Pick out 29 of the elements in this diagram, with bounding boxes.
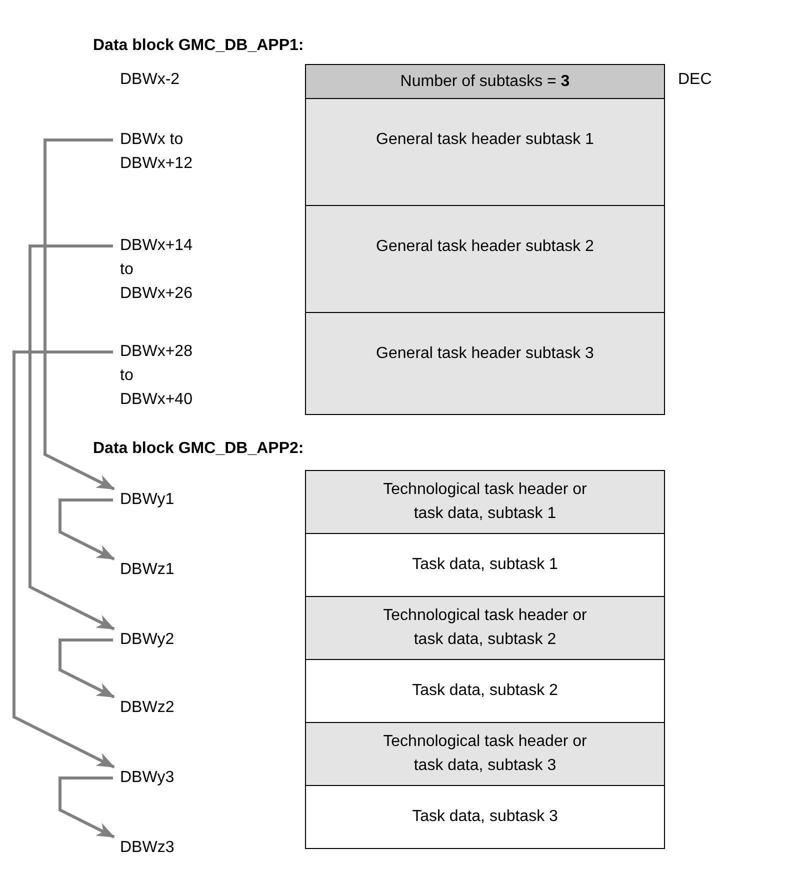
address-label: DBWy2	[120, 628, 174, 652]
side-label: DBWx-2	[120, 70, 180, 90]
arrow	[44, 138, 115, 490]
address-label: DBWx to DBWx+12	[120, 128, 192, 176]
side-label: DEC	[678, 70, 712, 90]
address-label: DBWz3	[120, 836, 174, 860]
block-heading: Data block GMC_DB_APP1:	[93, 36, 304, 56]
data-block-row: Technological task header or task data, subtask 1	[305, 470, 665, 534]
arrow	[58, 498, 115, 560]
address-label: DBWy1	[120, 488, 174, 512]
address-label: DBWz1	[120, 558, 174, 582]
data-block-row: Task data, subtask 3	[305, 785, 665, 849]
data-block-row: General task header subtask 3	[305, 312, 665, 415]
arrow	[58, 638, 115, 698]
address-label: DBWx+14 to DBWx+26	[120, 234, 192, 306]
data-block-row: Number of subtasks = 3	[305, 64, 665, 99]
data-block-row: Task data, subtask 2	[305, 659, 665, 723]
data-block-row: General task header subtask 1	[305, 98, 665, 206]
data-block-row: General task header subtask 2	[305, 205, 665, 313]
data-block-row: Technological task header or task data, subtask 2	[305, 596, 665, 660]
address-label: DBWy3	[120, 766, 174, 790]
arrow	[12, 350, 115, 768]
data-block-row: Technological task header or task data, subtask 3	[305, 722, 665, 786]
data-block-row: Task data, subtask 1	[305, 533, 665, 597]
arrow	[58, 776, 115, 838]
arrow	[28, 244, 115, 630]
address-label: DBWx+28 to DBWx+40	[120, 340, 192, 412]
block-heading: Data block GMC_DB_APP2:	[93, 439, 304, 459]
address-label: DBWz2	[120, 696, 174, 720]
